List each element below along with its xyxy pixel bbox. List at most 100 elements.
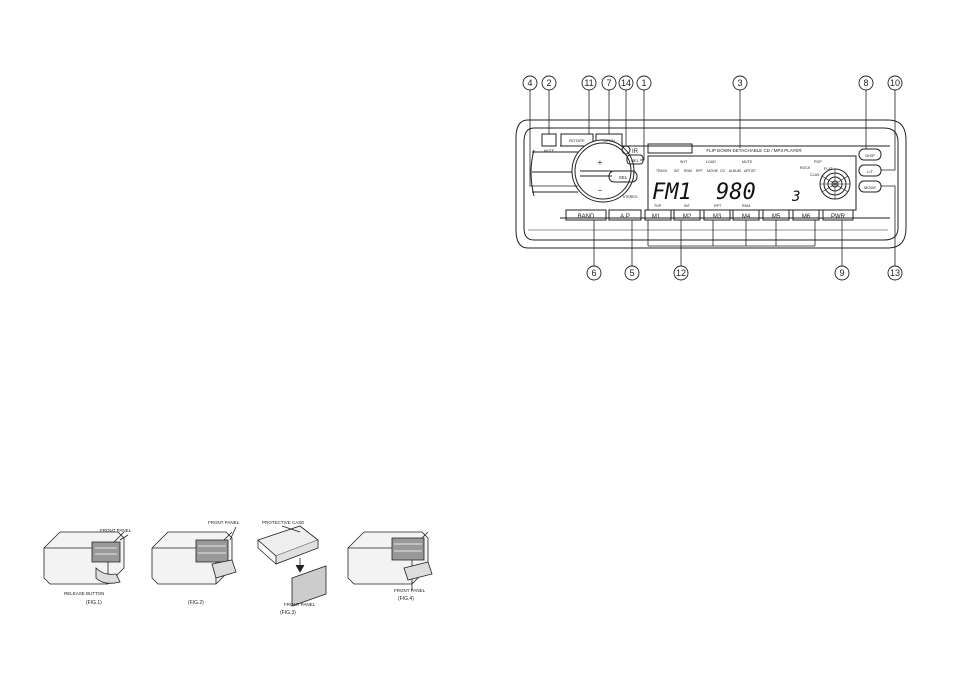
lcd-icon-rdm: RDM: [684, 169, 692, 173]
figure-2: [151, 526, 237, 585]
ir-label: IR: [632, 149, 639, 155]
callout-2: [541, 75, 557, 91]
lcd-preset: 3: [791, 189, 800, 205]
disp-label: DISP: [865, 153, 875, 158]
leader-lines: [529, 90, 896, 268]
mode-button[interactable]: [858, 180, 882, 193]
disc-graphic: [819, 168, 851, 200]
callout-num-13: 13: [890, 268, 900, 278]
band-label: BAND: [578, 214, 595, 220]
m6-label: M6: [802, 214, 811, 220]
m3-button[interactable]: [703, 209, 731, 221]
figure-1: [43, 531, 129, 585]
callout-num-3: 3: [737, 78, 742, 88]
fig4-label-a: FRONT PANEL: [394, 588, 426, 593]
callout-num-2: 2: [546, 78, 551, 88]
lit-button[interactable]: [858, 164, 882, 177]
fig1-caption: (FIG.1): [86, 600, 102, 606]
callout-11: [581, 75, 597, 91]
eq-pop: POP: [814, 160, 822, 164]
callout-13: [887, 265, 903, 281]
rel-button[interactable]: [626, 154, 644, 165]
fig2-label-a: FRONT PANEL: [208, 520, 240, 525]
callouts: [522, 75, 903, 281]
m4-label: M4: [742, 214, 751, 220]
ap-button[interactable]: [608, 209, 642, 221]
lcd-icon-album: ALBUM: [729, 169, 741, 173]
sel-label: SEL: [619, 175, 628, 180]
ap-label: A.P: [620, 214, 630, 220]
lcd-icon-rpt: RPT: [696, 169, 703, 173]
volume-plus: +: [598, 158, 603, 167]
fig2-caption: (FIG.2): [188, 600, 204, 606]
callout-8: [858, 75, 874, 91]
callout-num-9: 9: [839, 268, 844, 278]
callout-1: [636, 75, 652, 91]
figure-4: [347, 531, 433, 590]
sel-button[interactable]: [608, 170, 638, 183]
figure-labels: FRONT PANEL RELEASE BUTTON (FIG.1) FRONT…: [64, 520, 426, 616]
figure-3: [257, 525, 327, 607]
eq-flat: FLAT: [824, 167, 833, 171]
callout-12: [673, 265, 689, 281]
fig3-caption: (FIG.3): [280, 610, 296, 616]
lcd-icon-cd: CD: [720, 169, 725, 173]
lcd-icon-int: INT: [674, 169, 679, 173]
callout-14: [618, 75, 634, 91]
fig1-label-a: FRONT PANEL: [100, 528, 132, 533]
callout-num-8: 8: [863, 78, 868, 88]
open-label: OPEN: [603, 138, 614, 143]
pwr-button[interactable]: [822, 209, 854, 221]
eq-rock: ROCK: [800, 166, 811, 170]
m3-label: M3: [713, 214, 722, 220]
callout-num-6: 6: [591, 268, 596, 278]
callout-5: [624, 265, 640, 281]
callout-numbers: 4 2 11 7 14 1 3 8 10 6 5 12 9 13: [527, 78, 900, 278]
callout-num-12: 12: [676, 268, 686, 278]
band-button[interactable]: [565, 209, 607, 221]
header-slot: [647, 143, 693, 154]
callout-6: [586, 265, 602, 281]
header-text: FLIP DOWN DETACHABLE CD / MP3 PLAYER: [706, 148, 802, 153]
m2-button[interactable]: [673, 209, 701, 221]
fig3-label-b: FRONT PANEL: [284, 602, 316, 607]
callout-3: [732, 75, 748, 91]
pwr-label: PWR: [831, 214, 846, 220]
m6-button[interactable]: [792, 209, 820, 221]
mute-label: MUTE: [544, 149, 555, 153]
lcd-icon-mute: MUTE: [742, 160, 753, 164]
callout-num-11: 11: [584, 78, 593, 88]
lcd-icon-artist: ARTIST: [744, 169, 756, 173]
fig3-label-a: PROTECTIVE CASE: [262, 520, 304, 525]
lcd-icon-movie: MOVIE: [707, 169, 719, 173]
fig4-caption: (FIG.4): [398, 596, 414, 602]
callout-num-5: 5: [629, 268, 634, 278]
eq-clas: CLAS: [810, 173, 820, 177]
callout-9: [834, 265, 850, 281]
callout-num-14: 14: [621, 78, 631, 88]
brand-text: STEREO: [623, 195, 638, 199]
lit-label: LIT: [867, 169, 873, 174]
callout-4: [522, 75, 538, 91]
lcd-icon-sht: SHT: [680, 160, 688, 164]
callout-num-10: 10: [890, 78, 900, 88]
m1-button[interactable]: [644, 209, 672, 221]
preset-label-rpt: RPT: [714, 204, 722, 208]
rel-label: REL: [631, 158, 640, 163]
mode-label: MODE: [864, 185, 876, 190]
lcd-icon-loud: LOUD: [706, 160, 716, 164]
radio-labels: FLIP DOWN DETACHABLE CD / MP3 PLAYER ROT…: [544, 138, 876, 220]
mute-button[interactable]: [541, 133, 557, 147]
disp-button[interactable]: [858, 148, 882, 161]
callout-7: [601, 75, 617, 91]
callout-num-1: 1: [641, 78, 646, 88]
volume-minus: −: [598, 186, 603, 195]
front-panel: [523, 127, 899, 241]
fig1-label-b: RELEASE BUTTON: [64, 591, 104, 596]
rotate-label: ROTATE: [569, 138, 585, 143]
radio-diagram: [515, 119, 907, 249]
callout-num-7: 7: [606, 78, 611, 88]
m1-label: M1: [652, 214, 661, 220]
rotate-button[interactable]: [560, 133, 594, 147]
